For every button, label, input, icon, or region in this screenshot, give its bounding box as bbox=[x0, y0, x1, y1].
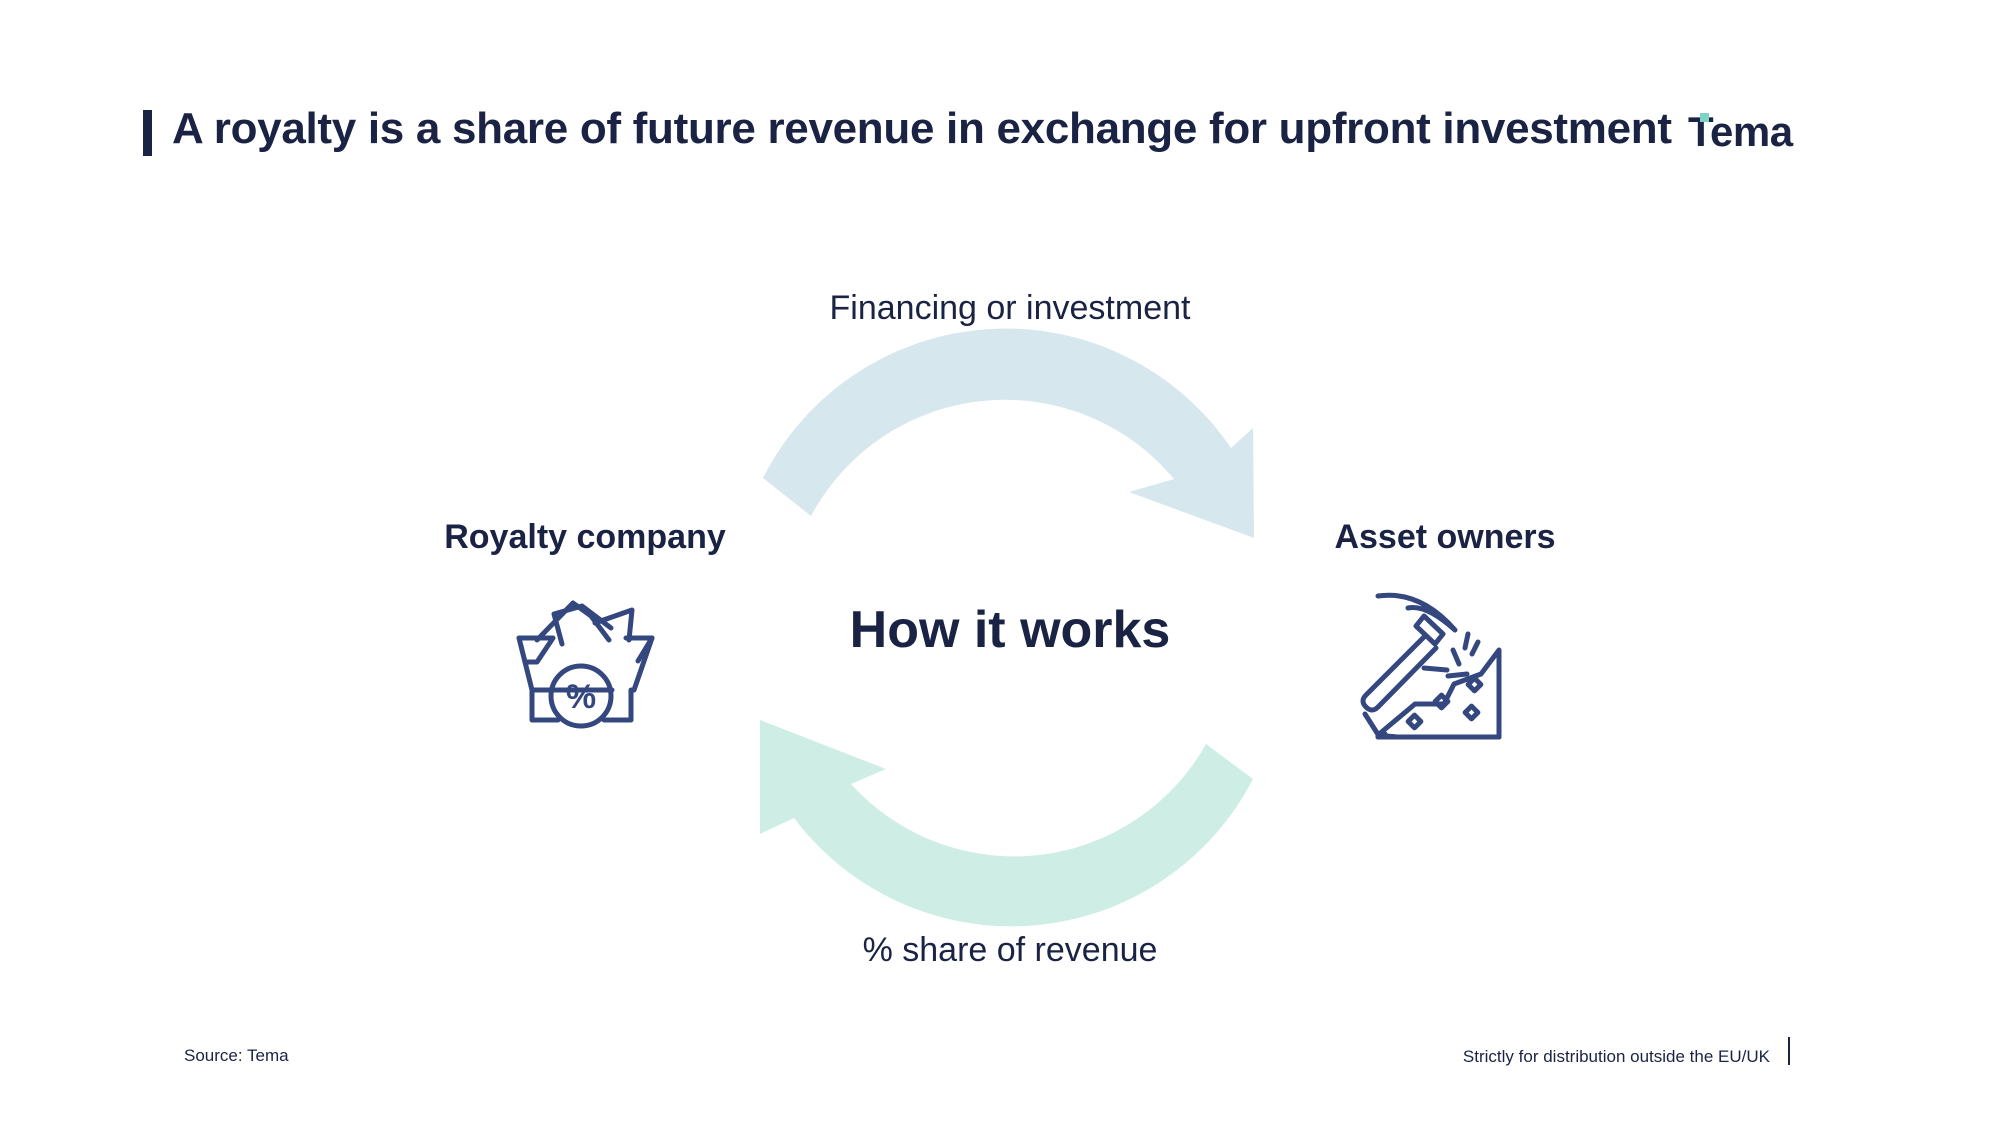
source-note: Source: Tema bbox=[184, 1046, 289, 1065]
footer-divider bbox=[1788, 1037, 1790, 1065]
crown-percent-icon bbox=[516, 600, 655, 729]
bottom-flow-arrow bbox=[760, 720, 1253, 927]
title-accent-bar bbox=[143, 110, 152, 156]
how-it-works-label: How it works bbox=[849, 601, 1171, 659]
financing-label: Financing or investment bbox=[829, 289, 1191, 327]
distribution-note: Strictly for distribution outside the EU… bbox=[1462, 1047, 1770, 1066]
royalty-company-label: Royalty company bbox=[444, 518, 726, 556]
logo-accent bbox=[1700, 113, 1709, 122]
asset-owners-label: Asset owners bbox=[1334, 518, 1556, 556]
percent-symbol: % bbox=[566, 678, 596, 716]
revenue-share-label: % share of revenue bbox=[862, 931, 1158, 969]
top-flow-arrow bbox=[763, 328, 1254, 538]
pickaxe-mine-icon bbox=[1360, 592, 1502, 740]
page-title: A royalty is a share of future revenue i… bbox=[172, 104, 1672, 153]
